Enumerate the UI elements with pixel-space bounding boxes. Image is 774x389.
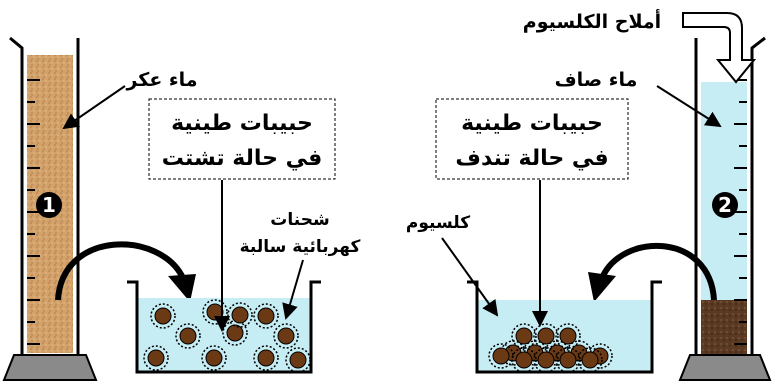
flocculated-particle [555, 323, 581, 349]
dispersed-particle [143, 345, 169, 371]
flocculated-particle [511, 347, 537, 373]
dispersed-clay-particles [143, 299, 311, 373]
cylinder-2-number: 2 [718, 193, 732, 217]
turbid-water-pointer [62, 85, 126, 130]
cylinder-1-number: 1 [42, 193, 56, 217]
pour-arrow-1 [55, 241, 186, 301]
clear-water-label: ماء صاف [555, 69, 638, 91]
cylinder-1-base [2, 354, 98, 381]
left-box-title-line1: حبيبات طينية [171, 111, 313, 136]
flocculated-particle [577, 347, 603, 373]
dispersed-particle [273, 323, 299, 349]
cylinder-2: 2 [678, 36, 772, 381]
calcium-salts-label: أملاح الكلسيوم [523, 9, 661, 33]
beaker-1-glass [127, 280, 321, 374]
beaker-2-glass [467, 280, 662, 374]
flocculated-particle [533, 347, 559, 373]
cylinder-1: 1 [2, 36, 98, 381]
dispersed-particle [175, 323, 201, 349]
turbid-water-label: ماء عكر [125, 69, 197, 91]
dispersed-particle [285, 347, 311, 373]
cylinder-1-number-badge: 1 [36, 192, 62, 218]
dispersed-particle [253, 303, 279, 329]
calcium-label: كلسيوم [406, 213, 470, 233]
beaker-1 [127, 280, 321, 374]
right-box-title-line1: حبيبات طينية [461, 111, 603, 136]
cylinder-2-base [678, 354, 772, 381]
dispersed-particle [253, 345, 279, 371]
charges-label-line1: شحنات [270, 210, 329, 230]
calcium-salts-arrow-icon [682, 12, 757, 84]
pour-arrow-2 [599, 242, 717, 301]
beaker-2 [467, 280, 662, 374]
flocculated-clay-particles [488, 323, 613, 373]
flocculated-particle [555, 347, 581, 373]
flocculated-particle [511, 323, 537, 349]
right-box-title-line2: في حالة تندف [455, 146, 608, 171]
left-title-box [148, 98, 336, 180]
calcium-pointer [441, 237, 499, 317]
flocculated-particle [488, 343, 514, 369]
cylinder-2-number-badge: 2 [712, 192, 738, 218]
dispersed-particle [201, 345, 227, 371]
cylinder-2-sediment [701, 300, 747, 355]
cylinder-1-scale-ticks [27, 79, 40, 345]
pour-arrow-1-head [168, 274, 196, 302]
charges-pointer [282, 259, 304, 320]
pour-arrow-2-head [588, 272, 616, 302]
right-title-box [435, 98, 629, 180]
dispersed-particle [227, 302, 253, 328]
clear-water-pointer [656, 85, 722, 128]
cylinder-2-scale-ticks [734, 79, 747, 345]
left-box-title-line2: في حالة تشتت [162, 146, 323, 171]
cylinder-1-glass [9, 36, 80, 355]
charges-label-line2: كهربائية سالبة [240, 237, 361, 257]
dispersed-particle [150, 303, 176, 329]
cylinder-2-glass [694, 36, 766, 355]
